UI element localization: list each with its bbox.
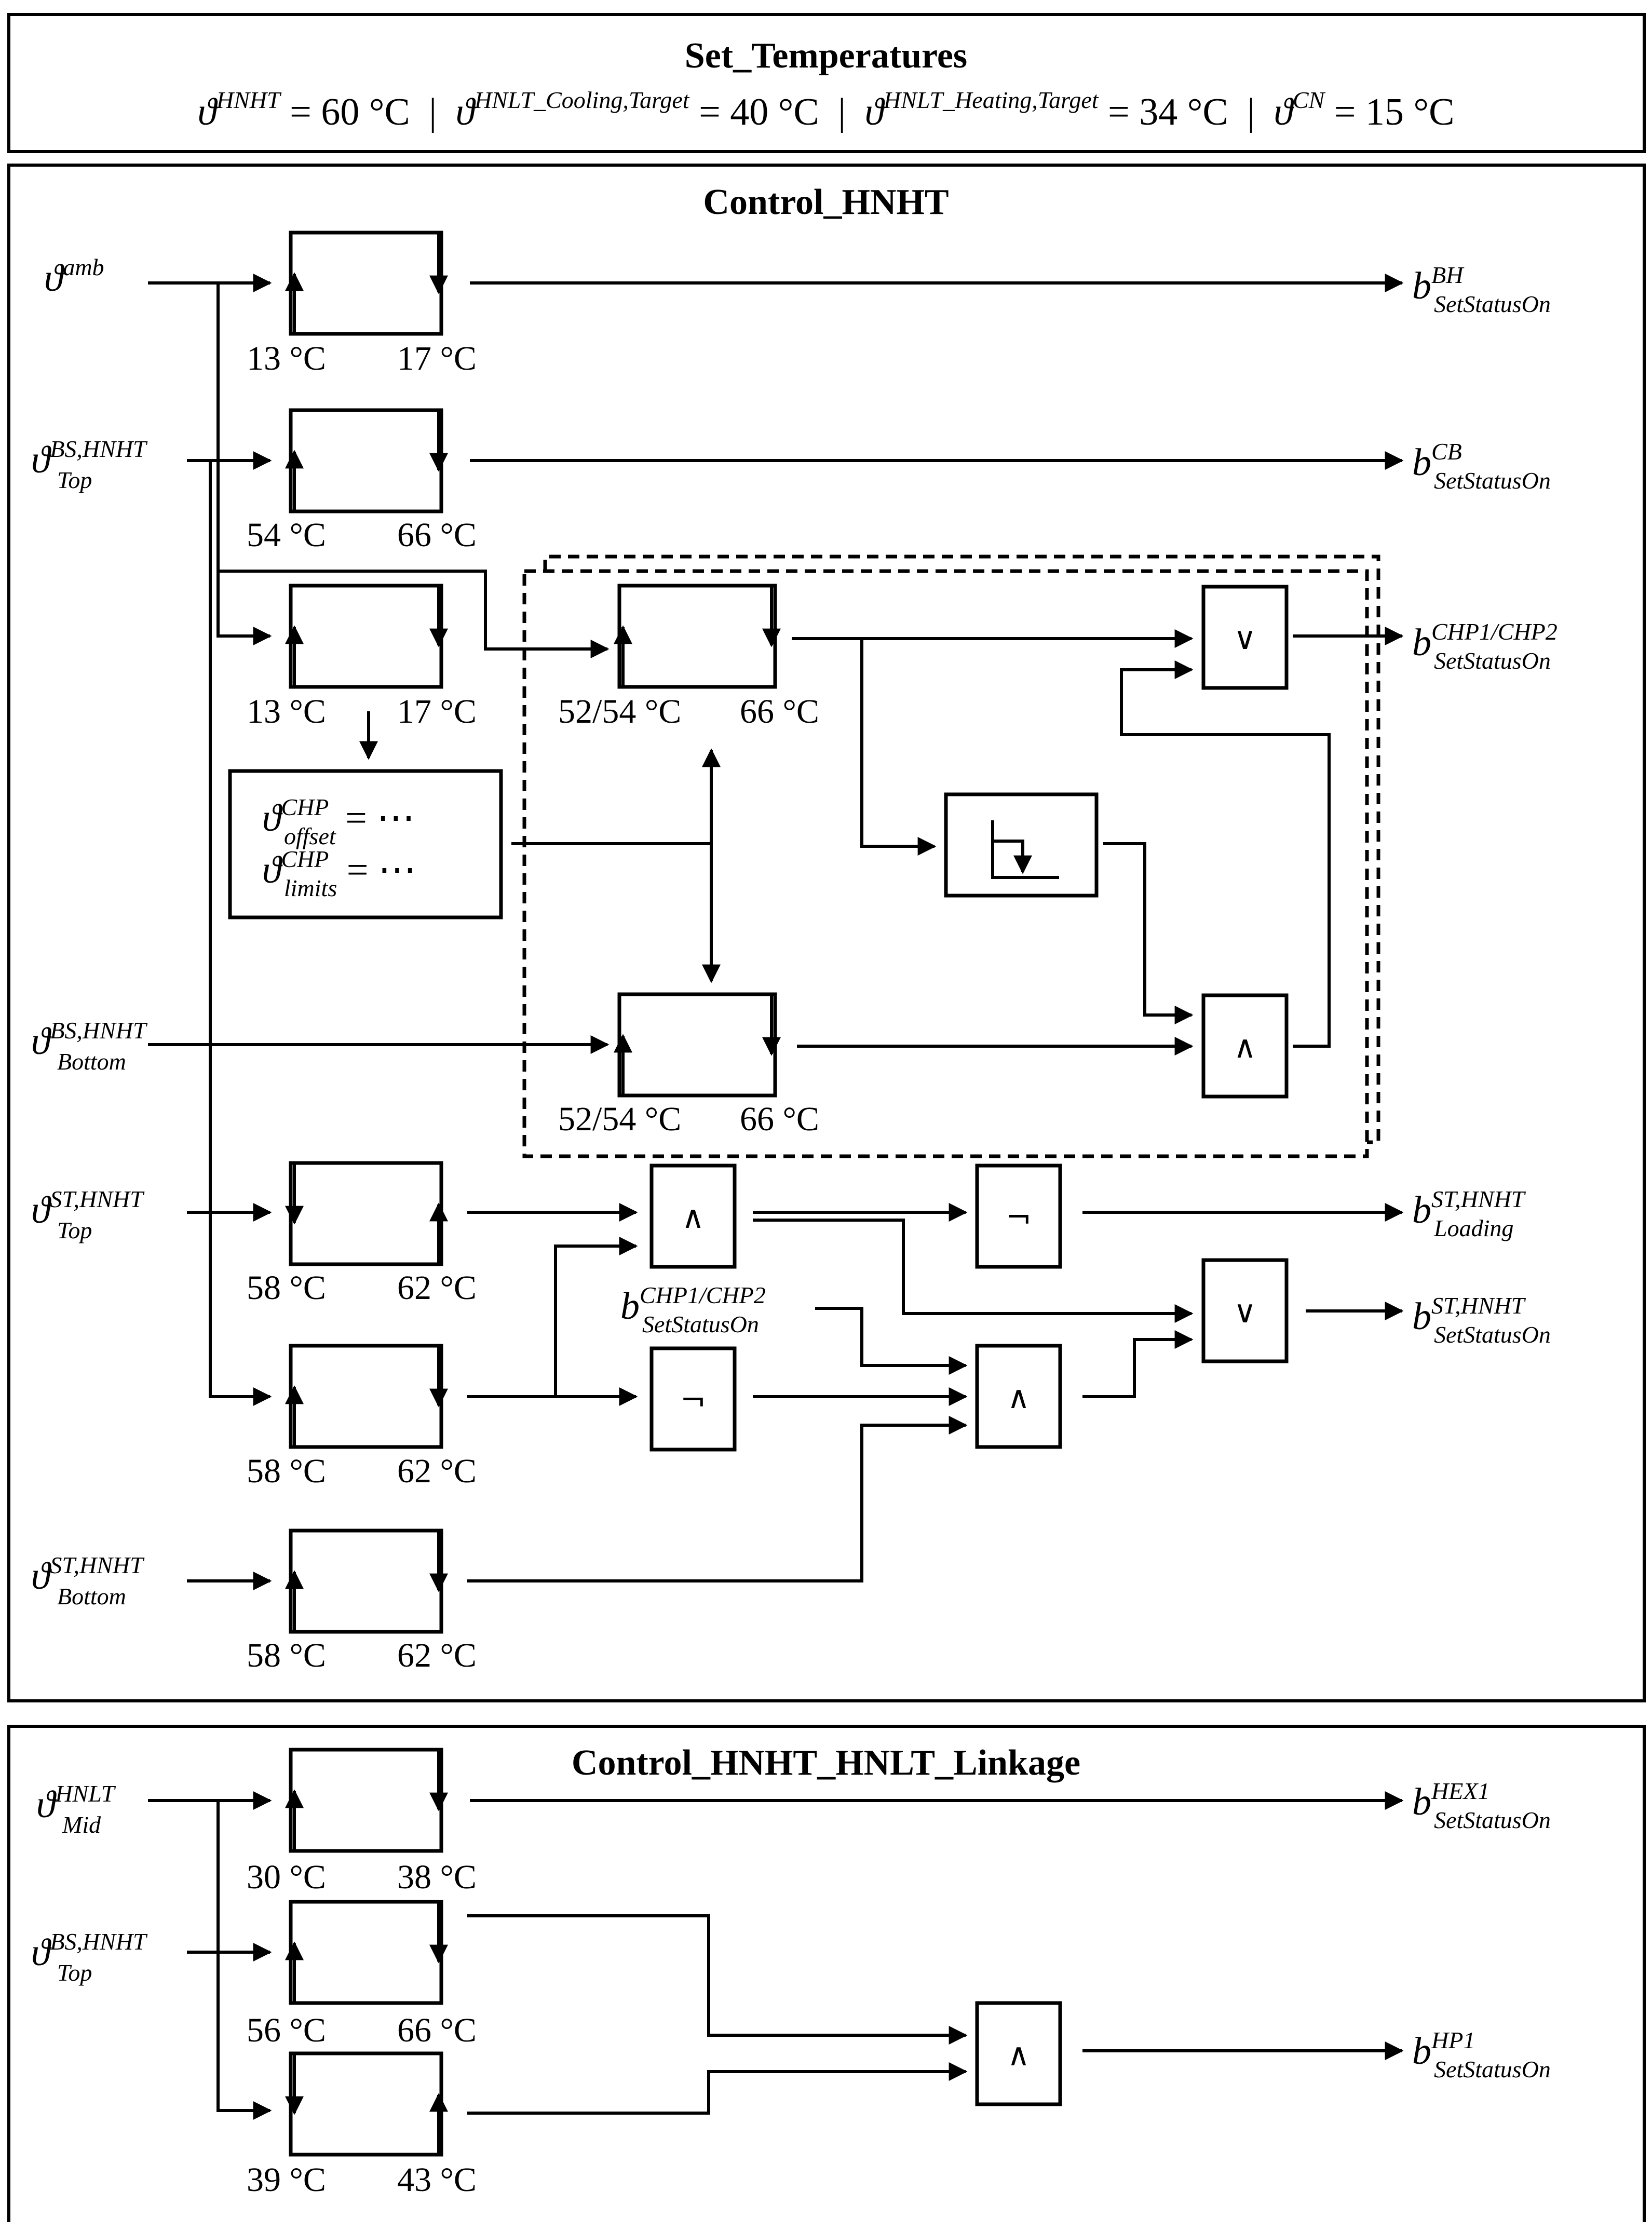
hyst-chp-bottom: 52/54 °C 66 °C	[558, 992, 819, 1138]
hyst-amb-offset: 13 °C 17 °C	[247, 584, 477, 731]
set-temp-cn-sym: ϑ	[1274, 91, 1295, 133]
set-temp-cn-value: = 15 °C	[1324, 91, 1454, 133]
svg-text:38 °C: 38 °C	[397, 1858, 477, 1896]
set-temp-sep-2: |	[838, 91, 846, 133]
svg-text:66 °C: 66 °C	[397, 2011, 477, 2049]
set-temp-hnht-value: = 60 °C	[280, 91, 410, 133]
svg-text:54 °C: 54 °C	[247, 516, 326, 554]
or-gate-chp: ∨	[1201, 585, 1289, 690]
control-hnht-title: Control_HNHT	[703, 182, 949, 222]
set-temp-cooling-sym: ϑ	[456, 91, 477, 133]
hyst-amb-bh: 13 °C 17 °C	[247, 231, 477, 377]
svg-text:66 °C: 66 °C	[397, 516, 477, 554]
wires-control-linkage	[148, 1791, 1404, 2120]
set-temp-hnht-sym: ϑ	[198, 91, 219, 133]
set-temperatures-section: Set_Temperatures ϑHNHT = 60 °C | ϑHNLT_C…	[7, 13, 1646, 153]
set-temperatures-title: Set_Temperatures	[685, 36, 967, 76]
hyst-st-top: 58 °C 62 °C	[247, 1161, 477, 1307]
hyst-hp1-b: 39 °C 43 °C	[247, 2051, 477, 2199]
svg-text:13 °C: 13 °C	[247, 340, 326, 377]
chp-group-outline	[522, 569, 1369, 1158]
svg-text:¬: ¬	[1006, 1199, 1032, 1236]
chp-offset-box	[228, 769, 503, 919]
svg-text:∨: ∨	[1234, 1294, 1256, 1330]
control-hnht-frame	[7, 164, 1646, 1702]
set-temp-cooling-value: = 40 °C	[689, 91, 819, 133]
svg-text:13 °C: 13 °C	[247, 693, 326, 731]
input-amb: ϑamb	[44, 254, 104, 300]
control-linkage-title: Control_HNHT_HNLT_Linkage	[572, 1743, 1080, 1783]
hyst-hex1: 30 °C 38 °C	[247, 1748, 477, 1896]
svg-text:39 °C: 39 °C	[247, 2161, 326, 2199]
svg-text:62 °C: 62 °C	[397, 1269, 477, 1307]
set-temp-cooling-sup: HNLT_Cooling,Target	[474, 87, 690, 113]
hyst-st-mid: 58 °C 62 °C	[247, 1344, 477, 1490]
svg-text:58 °C: 58 °C	[247, 1636, 326, 1674]
svg-text:62 °C: 62 °C	[397, 1636, 477, 1674]
wires-control-hnht	[148, 274, 1404, 1590]
set-temp-heating-sym: ϑ	[865, 91, 886, 133]
set-temp-sep-3: |	[1247, 91, 1255, 133]
not-gate-loading: ¬	[975, 1164, 1062, 1269]
set-temp-heating-sup: HNLT_Heating,Target	[883, 87, 1099, 113]
svg-text:56 °C: 56 °C	[247, 2011, 326, 2049]
svg-text:58 °C: 58 °C	[247, 1269, 326, 1307]
or-gate-st-on: ∨	[1201, 1258, 1289, 1363]
hyst-hp1-a: 56 °C 66 °C	[247, 1900, 477, 2049]
and-gate-chp: ∧	[1201, 993, 1289, 1099]
not-gate-st-mid: ¬	[649, 1346, 737, 1452]
set-temp-heating-value: = 34 °C	[1099, 91, 1228, 133]
hyst-chp-top: 52/54 °C 66 °C	[558, 584, 819, 731]
svg-text:66 °C: 66 °C	[740, 1100, 819, 1138]
svg-text:17 °C: 17 °C	[397, 693, 477, 731]
svg-text:52/54 °C: 52/54 °C	[558, 1100, 681, 1138]
svg-text:∧: ∧	[1007, 1379, 1030, 1416]
edge-detector-block	[944, 792, 1099, 898]
svg-text:30 °C: 30 °C	[247, 1858, 326, 1896]
set-temp-cn-sup: CN	[1293, 87, 1326, 113]
svg-text:52/54 °C: 52/54 °C	[558, 693, 681, 731]
and-gate-st-top: ∧	[649, 1164, 737, 1269]
svg-text:∧: ∧	[1234, 1029, 1256, 1065]
svg-text:58 °C: 58 °C	[247, 1452, 326, 1490]
svg-text:66 °C: 66 °C	[740, 693, 819, 731]
svg-text:∧: ∧	[682, 1199, 705, 1236]
control-linkage-frame	[7, 1725, 1646, 2222]
svg-text:¬: ¬	[680, 1382, 706, 1418]
set-temp-hnht-sup: HNHT	[216, 87, 282, 113]
svg-text:∧: ∧	[1007, 2037, 1030, 2073]
set-temp-sep-1: |	[429, 91, 437, 133]
hyst-st-bottom: 58 °C 62 °C	[247, 1528, 477, 1674]
and-gate-hp1: ∧	[975, 2001, 1062, 2106]
svg-text:17 °C: 17 °C	[397, 340, 477, 377]
and-gate-st-on: ∧	[975, 1344, 1062, 1449]
svg-text:43 °C: 43 °C	[397, 2161, 477, 2199]
hyst-bs-cb: 54 °C 66 °C	[247, 408, 477, 554]
set-temperatures-frame	[7, 13, 1646, 153]
set-temperatures-line: ϑHNHT = 60 °C | ϑHNLT_Cooling,Target = 4…	[198, 87, 1455, 133]
svg-text:∨: ∨	[1234, 620, 1256, 657]
chp-group-outline-shadow	[543, 554, 1380, 1144]
svg-text:62 °C: 62 °C	[397, 1452, 477, 1490]
